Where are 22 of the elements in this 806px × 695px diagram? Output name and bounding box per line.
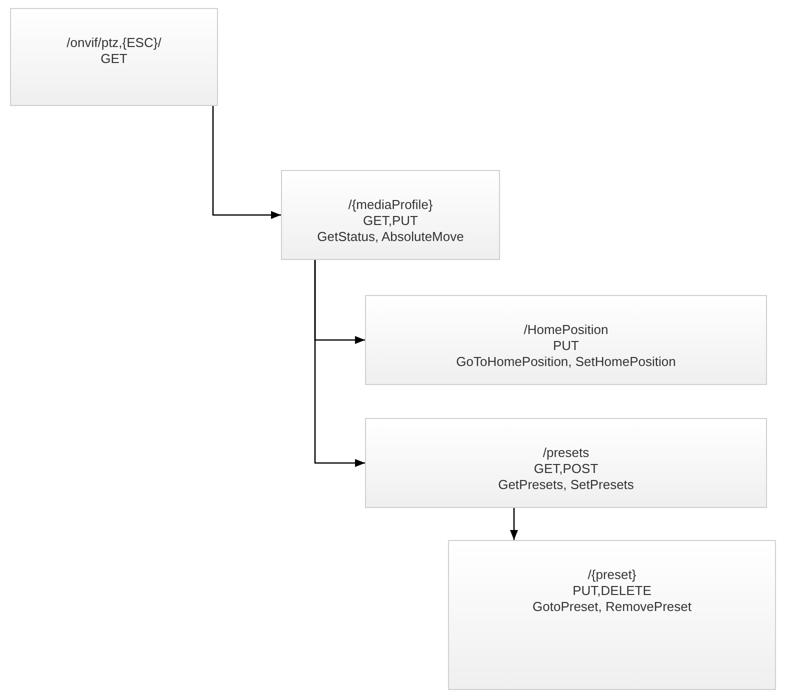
endpoint-text: PUT,DELETE [572,583,652,599]
endpoint-text: /onvif/ptz,{ESC}/ [66,35,162,51]
arrow [212,106,281,219]
endpoint-text: GET,POST [534,461,598,477]
endpoint-text: /presets [542,445,590,461]
endpoint-text: GET [100,51,128,67]
endpoint-text: /{mediaProfile} [348,197,433,213]
endpoint-box [10,8,218,106]
endpoint-text: /HomePosition [524,322,608,338]
endpoint-box [448,540,776,690]
endpoint-text: GET,PUT [363,213,418,229]
endpoint-text: GotoPreset, RemovePreset [532,599,692,615]
arrow [510,508,518,540]
endpoint-text: GetPresets, SetPresets [498,477,634,493]
endpoint-box [365,295,767,385]
endpoint-text: PUT [553,338,579,354]
endpoint-text: /{preset} [588,567,636,583]
endpoint-text: GetStatus, AbsoluteMove [317,229,464,245]
endpoint-text: GoToHomePosition, SetHomePosition [456,354,676,370]
endpoint-box [281,170,500,260]
arrow [314,260,365,467]
endpoint-box [365,418,767,508]
